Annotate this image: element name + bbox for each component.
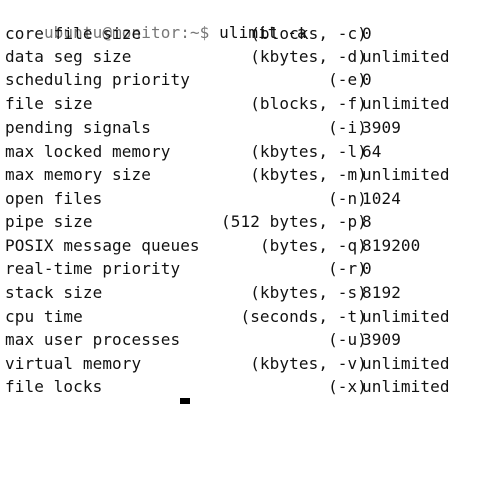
limit-name: real-time priority xyxy=(5,259,181,278)
limit-unit: (blocks, -f) xyxy=(250,94,367,113)
limit-name: POSIX message queues xyxy=(5,236,200,255)
command-prompt-line: ubuntu@monitor:~$ ulimit -a xyxy=(5,0,307,42)
limit-name: scheduling priority xyxy=(5,70,190,89)
limit-unit: (bytes, -q) xyxy=(259,236,367,255)
limit-value: 1024 xyxy=(362,189,401,208)
limit-name: max memory size xyxy=(5,165,151,184)
limit-value: 8 xyxy=(362,212,372,231)
limit-value: 8192 xyxy=(362,283,401,302)
limit-name: data seg size xyxy=(5,47,132,66)
limit-row-file-locks: file locks (-x) unlimited xyxy=(5,376,475,398)
limit-unit: (-u) xyxy=(328,330,367,349)
limit-row-pipe-size: pipe size (512 bytes, -p) 8 xyxy=(5,211,475,233)
terminal-window[interactable]: ubuntu@monitor:~$ ulimit -a core file si… xyxy=(0,0,480,404)
limit-unit: (blocks, -c) xyxy=(250,24,367,43)
limit-row-scheduling-priority: scheduling priority (-e) 0 xyxy=(5,69,475,91)
limit-row-data-seg-size: data seg size (kbytes, -d) unlimited xyxy=(5,46,475,68)
prompt-path: ~ xyxy=(189,23,200,42)
prompt-command: ulimit -a xyxy=(209,23,307,42)
prompt-separator: : xyxy=(180,23,190,42)
limit-unit: (-e) xyxy=(328,70,367,89)
limit-unit: (kbytes, -s) xyxy=(250,283,367,302)
limit-unit: (-i) xyxy=(328,118,367,137)
limit-value: unlimited xyxy=(362,47,450,66)
limit-unit: (kbytes, -d) xyxy=(250,47,367,66)
limit-name: open files xyxy=(5,189,103,208)
limit-name: max locked memory xyxy=(5,142,171,161)
limit-row-pending-signals: pending signals (-i) 3909 xyxy=(5,117,475,139)
limit-name: max user processes xyxy=(5,330,181,349)
limit-value: 0 xyxy=(362,70,372,89)
limit-name: stack size xyxy=(5,283,103,302)
limit-name: pipe size xyxy=(5,212,93,231)
limit-row-core-file-size: core file size (blocks, -c) 0 xyxy=(5,23,475,45)
limit-name: virtual memory xyxy=(5,354,142,373)
limit-name: core file size xyxy=(5,24,142,43)
limit-row-max-memory-size: max memory size (kbytes, -m) unlimited xyxy=(5,164,475,186)
limit-value: 0 xyxy=(362,259,372,278)
limit-value: 819200 xyxy=(362,236,421,255)
limit-value: unlimited xyxy=(362,354,450,373)
limit-value: 0 xyxy=(362,24,372,43)
limit-value: 3909 xyxy=(362,330,401,349)
limit-name: pending signals xyxy=(5,118,151,137)
limit-unit: (kbytes, -l) xyxy=(250,142,367,161)
limit-unit: (seconds, -t) xyxy=(240,307,367,326)
limit-unit: (kbytes, -m) xyxy=(250,165,367,184)
limit-row-file-size: file size (blocks, -f) unlimited xyxy=(5,93,475,115)
limit-unit: (kbytes, -v) xyxy=(250,354,367,373)
limit-name: cpu time xyxy=(5,307,83,326)
limit-value: unlimited xyxy=(362,377,450,396)
limit-value: unlimited xyxy=(362,94,450,113)
limit-unit: (-x) xyxy=(328,377,367,396)
limit-value: unlimited xyxy=(362,165,450,184)
limit-row-cpu-time: cpu time (seconds, -t) unlimited xyxy=(5,306,475,328)
text-cursor xyxy=(180,398,190,404)
limit-value: 64 xyxy=(362,142,382,161)
limit-value: 3909 xyxy=(362,118,401,137)
limit-row-max-user-processes: max user processes (-u) 3909 xyxy=(5,329,475,351)
limit-row-real-time-priority: real-time priority (-r) 0 xyxy=(5,258,475,280)
prompt-user-host: ubuntu@monitor xyxy=(43,23,181,42)
limit-row-stack-size: stack size (kbytes, -s) 8192 xyxy=(5,282,475,304)
prompt-dollar: $ xyxy=(199,23,210,42)
limit-name: file locks xyxy=(5,377,103,396)
limit-name: file size xyxy=(5,94,93,113)
limit-value: unlimited xyxy=(362,307,450,326)
limit-unit: (-r) xyxy=(328,259,367,278)
limit-row-max-locked-memory: max locked memory (kbytes, -l) 64 xyxy=(5,141,475,163)
limit-unit: (-n) xyxy=(328,189,367,208)
limit-row-open-files: open files (-n) 1024 xyxy=(5,188,475,210)
limit-row-posix-message-queues: POSIX message queues (bytes, -q) 819200 xyxy=(5,235,475,257)
limit-unit: (512 bytes, -p) xyxy=(221,212,367,231)
limit-row-virtual-memory: virtual memory (kbytes, -v) unlimited xyxy=(5,353,475,375)
